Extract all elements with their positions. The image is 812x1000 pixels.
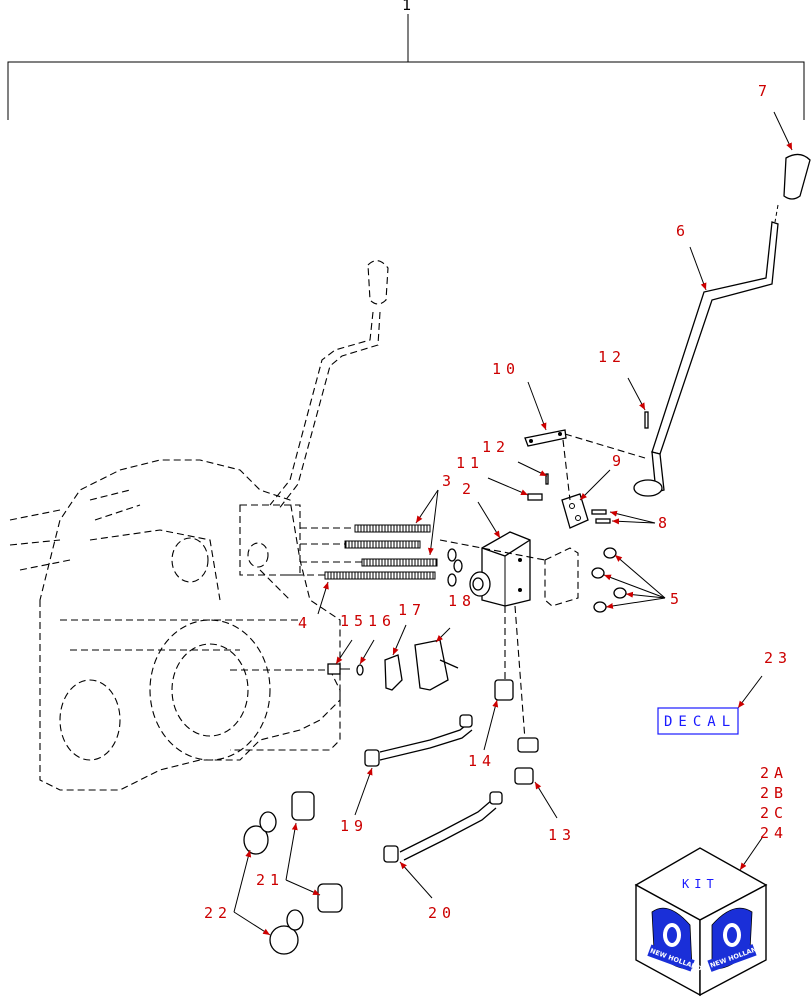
phantom-lever	[269, 260, 389, 511]
dust-caps	[243, 811, 304, 955]
pins	[527, 411, 649, 524]
lever-bracket	[561, 493, 589, 529]
callout-9: 9	[612, 452, 626, 470]
callout-5: 5	[670, 590, 684, 608]
callout-2: 2	[462, 480, 476, 498]
callout-11: 11	[456, 454, 484, 472]
kit-cube: KIT NEW HOLLAND NEW HOLLAND	[634, 847, 768, 997]
hydraulic-tubes	[364, 605, 539, 863]
callout-15: 15	[340, 612, 368, 630]
callout-12-lower: 12	[482, 438, 510, 456]
leader-lines	[233, 111, 793, 936]
callout-20: 20	[428, 904, 456, 922]
new-holland-logo-right: NEW HOLLAND	[707, 907, 763, 972]
callout-13: 13	[548, 826, 576, 844]
callout-2b: 2B	[760, 784, 788, 802]
assembly-bracket	[7, 14, 805, 120]
quick-couplers	[291, 791, 343, 913]
callout-23: 23	[764, 649, 792, 667]
control-lever	[633, 204, 779, 497]
callout-24: 24	[760, 824, 788, 842]
lever-knob	[783, 153, 811, 200]
o-rings	[447, 548, 463, 587]
cover-plate	[439, 539, 579, 607]
callout-19: 19	[340, 817, 368, 835]
callout-17: 17	[398, 601, 426, 619]
bracket-hardware	[327, 639, 459, 691]
callout-7: 7	[758, 82, 772, 100]
callout-14: 14	[468, 752, 496, 770]
callout-2c: 2C	[760, 804, 788, 822]
nuts	[591, 547, 627, 613]
callout-18: 18	[448, 592, 476, 610]
callout-6: 6	[676, 222, 690, 240]
callout-12-upper: 12	[598, 348, 626, 366]
callout-4: 4	[298, 614, 312, 632]
callout-labels: 1 7 6 12 10 12 11 9 3 2 8 5 4 15 16 17 1…	[204, 0, 792, 922]
decal-box: DECAL	[657, 707, 739, 735]
callout-3: 3	[442, 472, 456, 490]
link-plate	[524, 429, 646, 501]
callout-8: 8	[658, 514, 672, 532]
callout-21: 21	[256, 871, 284, 889]
callout-1: 1	[402, 0, 416, 14]
decal-label: DECAL	[664, 714, 736, 730]
transmission-housing	[9, 459, 341, 791]
callout-10: 10	[492, 360, 520, 378]
stud-rods	[285, 524, 438, 580]
kit-label: KIT	[682, 877, 719, 891]
callout-22: 22	[204, 904, 232, 922]
callout-16: 16	[368, 612, 396, 630]
callout-2a: 2A	[760, 764, 788, 782]
valve-body	[469, 531, 531, 607]
